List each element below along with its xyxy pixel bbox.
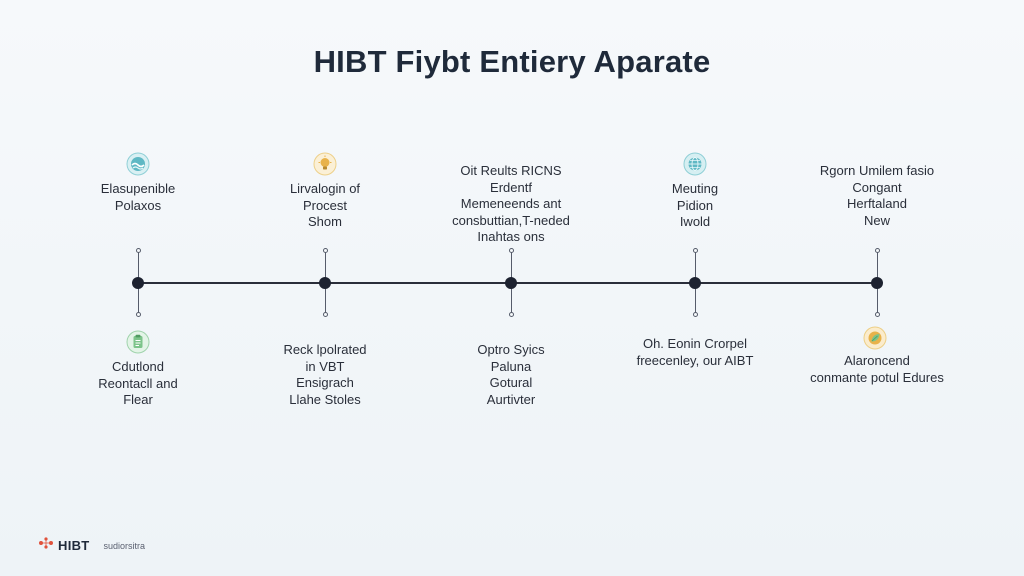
label-line: Gotural: [489, 375, 533, 390]
connector-stem: [694, 288, 696, 314]
timeline-node-5: [871, 277, 883, 289]
event-3-bottom-label: Optro Syics Paluna Gotural Aurtivter: [421, 342, 601, 408]
connector-tip: [692, 312, 698, 317]
label-line: Paluna: [490, 358, 532, 374]
label-line: Oh. Eonin Crorpel: [642, 336, 748, 351]
timeline-node-3: [505, 277, 517, 289]
label-line: New: [863, 212, 890, 228]
globe-icon: [683, 152, 707, 176]
event-5-bottom-label: Alaroncend conmante potul Edures: [777, 353, 977, 386]
connector-tip: [874, 248, 880, 253]
label-line: Llahe Stoles: [289, 391, 361, 407]
label-line: Lirvalogin of: [289, 181, 361, 196]
label-line: Reck lpolrated: [283, 342, 367, 357]
event-5-top-label: Rgorn Umilem fasio Congant Herftaland Ne…: [777, 163, 977, 229]
connector-tip: [322, 312, 328, 317]
connector-stem: [876, 252, 878, 279]
event-4-top-label: Meuting Pidion Iwold: [605, 181, 785, 231]
label-line: Oit Reults RICNS: [460, 163, 562, 178]
label-line: in VBT: [305, 358, 345, 374]
event-1-bottom-label: Cdutlond Reontacll and Flear: [48, 359, 228, 409]
label-line: Aurtivter: [486, 391, 536, 407]
leaf-badge-icon: [863, 326, 887, 350]
event-3-top-label: Oit Reults RICNS Erdentf Memeneends ant …: [411, 163, 611, 246]
connector-stem: [510, 252, 512, 279]
connector-tip: [692, 248, 698, 253]
label-line: Reontacll and: [98, 375, 178, 391]
timeline-node-2: [319, 277, 331, 289]
connector-stem: [137, 288, 139, 314]
water-wave-icon: [126, 152, 150, 176]
brand-tagline: sudiorsitra: [103, 540, 146, 551]
label-line: Optro Syics: [477, 342, 545, 357]
connector-stem: [324, 252, 326, 279]
connector-stem: [694, 252, 696, 279]
label-line: conmante potul Edures: [810, 369, 944, 385]
label-line: freecenley, our AIBT: [636, 352, 754, 368]
label-line: Herftaland: [847, 196, 907, 211]
connector-stem: [137, 252, 139, 279]
label-line: Memeneends ant: [460, 196, 562, 211]
label-line: Alaroncend: [844, 353, 910, 368]
event-4-bottom-label: Oh. Eonin Crorpel freecenley, our AIBT: [595, 336, 795, 369]
label-line: Elasupenible: [100, 181, 176, 196]
connector-tip: [135, 312, 141, 317]
brand-name: HIBT: [58, 538, 90, 553]
connector-tip: [508, 312, 514, 317]
label-line: Meuting: [671, 181, 719, 196]
connector-tip: [135, 248, 141, 253]
connector-stem: [876, 288, 878, 314]
label-line: Erdentf: [490, 179, 532, 195]
label-line: Iwold: [679, 214, 711, 229]
connector-tip: [322, 248, 328, 253]
connector-stem: [510, 288, 512, 314]
label-line: Polaxos: [114, 197, 162, 213]
label-line: consbuttian,T-neded: [452, 212, 570, 228]
event-1-top-label: Elasupenible Polaxos: [48, 181, 228, 214]
label-line: Shom: [308, 214, 342, 229]
label-line: Congant: [852, 179, 902, 195]
label-line: Pidion: [676, 197, 714, 213]
diagram-title: HIBT Fiybt Entiery Aparate: [313, 44, 711, 79]
label-line: Rgorn Umilem fasio: [819, 163, 935, 178]
connector-tip: [874, 312, 880, 317]
connector-stem: [324, 288, 326, 314]
label-line: Inahtas ons: [477, 229, 545, 244]
connector-tip: [508, 248, 514, 253]
footer-brand: HIBT sudiorsitra: [38, 536, 145, 555]
label-line: Flear: [123, 392, 153, 407]
label-line: Procest: [302, 197, 348, 213]
event-2-top-label: Lirvalogin of Procest Shom: [235, 181, 415, 231]
timeline-node-1: [132, 277, 144, 289]
timeline-node-4: [689, 277, 701, 289]
label-line: Ensigrach: [296, 375, 354, 390]
label-line: Cdutlond: [111, 359, 165, 374]
event-2-bottom-label: Reck lpolrated in VBT Ensigrach Llahe St…: [235, 342, 415, 408]
lightbulb-icon: [313, 152, 337, 176]
clipboard-icon: [126, 330, 150, 354]
hibt-logo-icon: [38, 536, 54, 555]
